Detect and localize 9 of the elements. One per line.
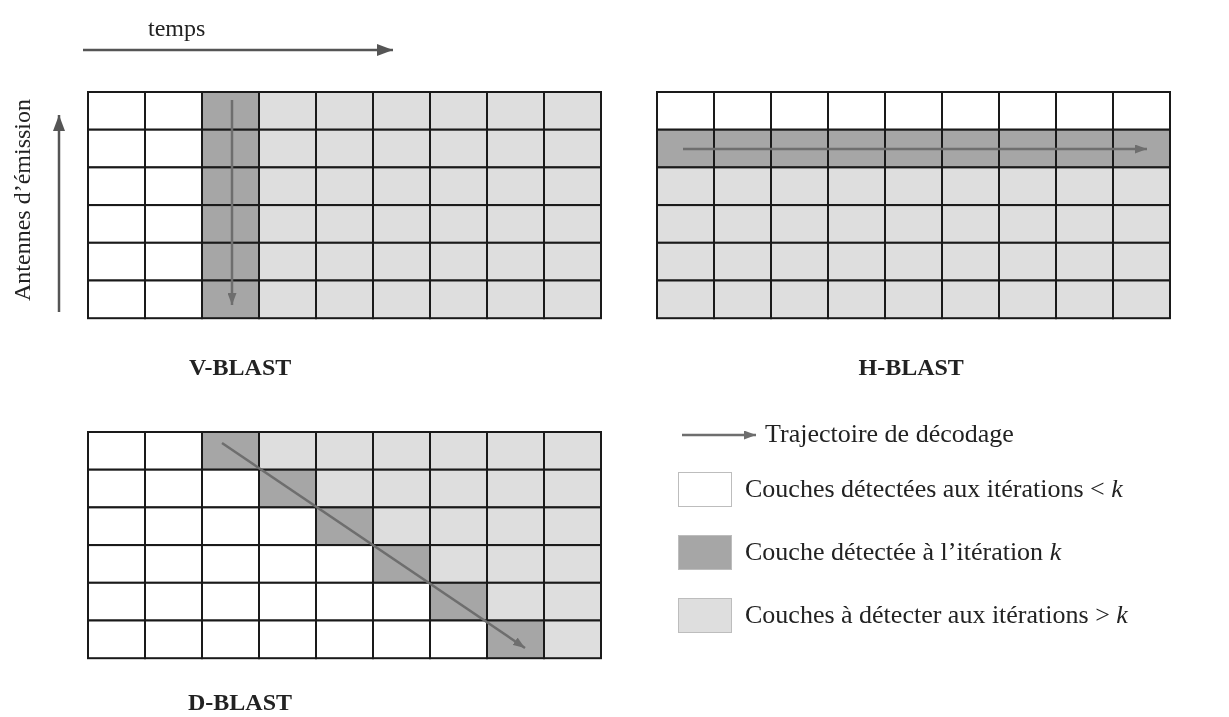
- grid-caption: V-BLAST: [189, 355, 292, 379]
- grid-caption: D-BLAST: [188, 690, 293, 714]
- legend-text: Couches à détecter aux itérations > k: [745, 602, 1128, 628]
- grid-caption: H-BLAST: [858, 355, 964, 379]
- axis-label: temps: [148, 16, 206, 40]
- legend-text: Couche détectée à l’itération k: [745, 539, 1062, 565]
- legend-text: Couches détectées aux itérations < k: [745, 476, 1123, 502]
- legend-text: Trajectoire de décodage: [765, 421, 1014, 447]
- axis-label: Antennes d’émission: [10, 99, 34, 301]
